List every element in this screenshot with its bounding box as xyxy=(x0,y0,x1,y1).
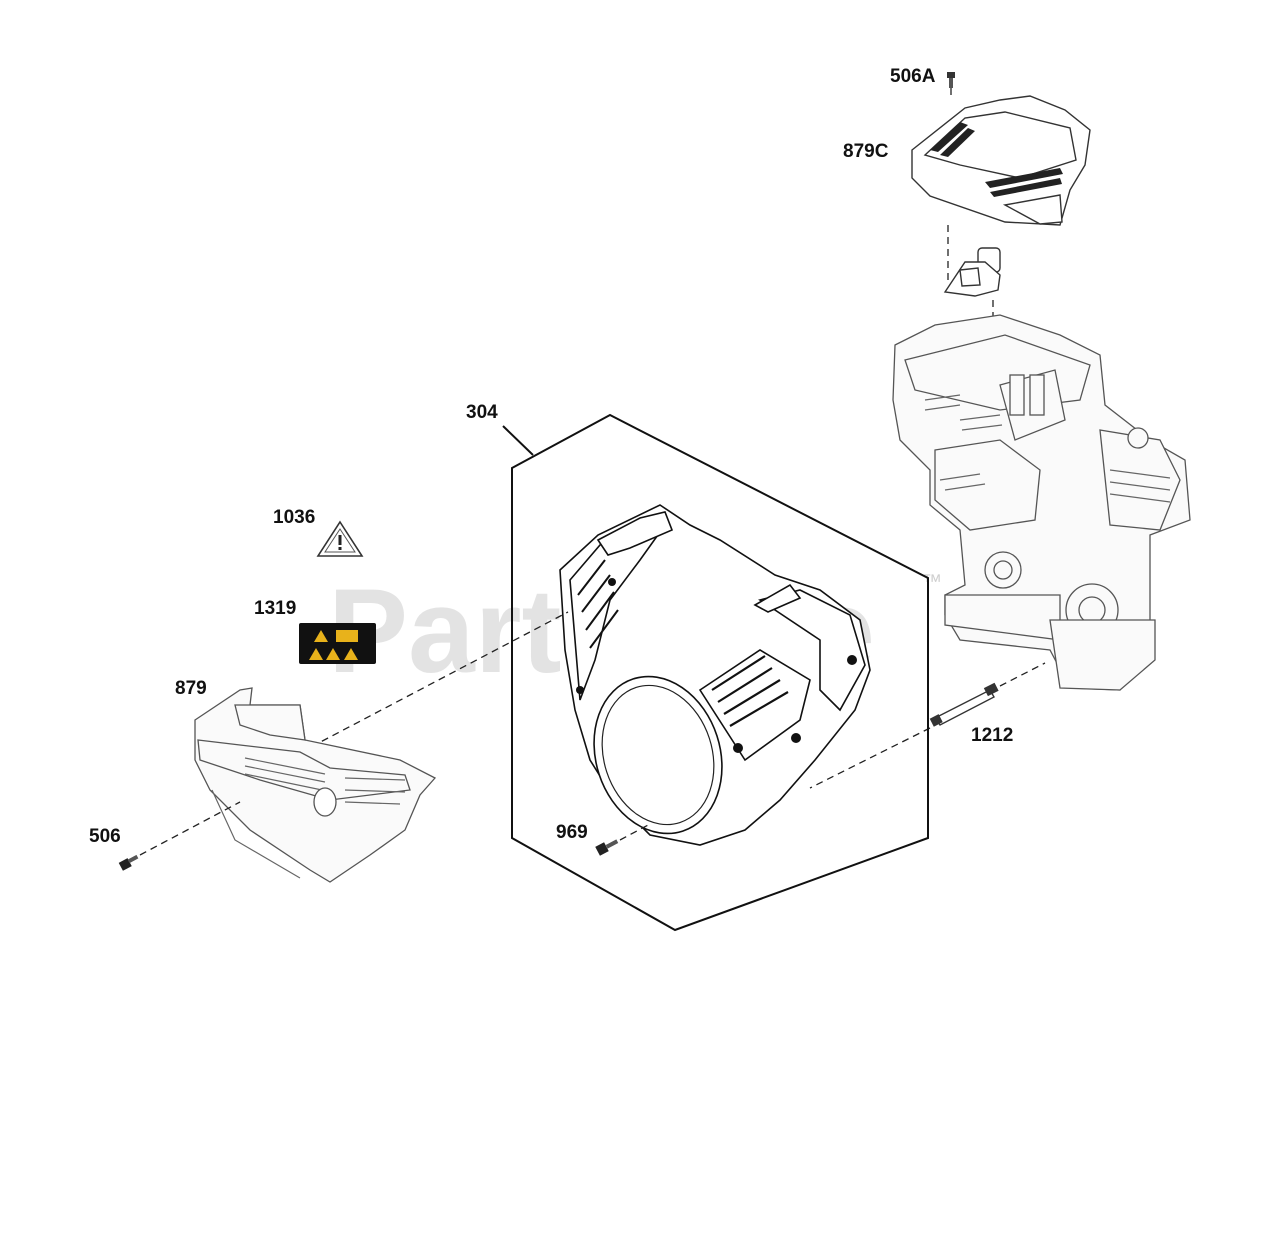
part-304-kit-boundary xyxy=(511,413,929,932)
leader-304 xyxy=(502,425,534,456)
watermark-trademark: ™ xyxy=(922,571,942,593)
callout-879: 879 xyxy=(175,678,207,699)
part-879c-engine-cover[interactable] xyxy=(911,95,1091,226)
part-969-screw[interactable] xyxy=(595,839,619,856)
leader-969 xyxy=(619,823,651,841)
callout-879c: 879C xyxy=(843,141,889,162)
part-879-bracket[interactable] xyxy=(194,687,437,883)
leader-1212-to-shroud xyxy=(809,727,931,789)
part-1319-warning-label[interactable] xyxy=(299,623,376,664)
part-506a-screw[interactable] xyxy=(947,72,955,88)
leader-879-to-304 xyxy=(289,611,569,759)
callout-304: 304 xyxy=(466,402,498,423)
callout-506a: 506A xyxy=(890,66,936,87)
part-304-blower-housing[interactable] xyxy=(559,504,871,850)
leader-1212-to-engine xyxy=(999,662,1046,687)
callout-1212: 1212 xyxy=(971,725,1013,746)
part-506-screw[interactable] xyxy=(118,854,139,871)
callout-1319: 1319 xyxy=(254,598,296,619)
leader-506 xyxy=(139,801,241,856)
fuel-pump-component[interactable] xyxy=(943,247,1001,297)
callout-506: 506 xyxy=(89,826,121,847)
part-1212-pin[interactable] xyxy=(929,682,999,727)
callout-969: 969 xyxy=(556,822,588,843)
part-1036-warning-decal[interactable] xyxy=(316,520,364,557)
engine-block[interactable] xyxy=(892,314,1191,691)
callout-1036: 1036 xyxy=(273,507,315,528)
